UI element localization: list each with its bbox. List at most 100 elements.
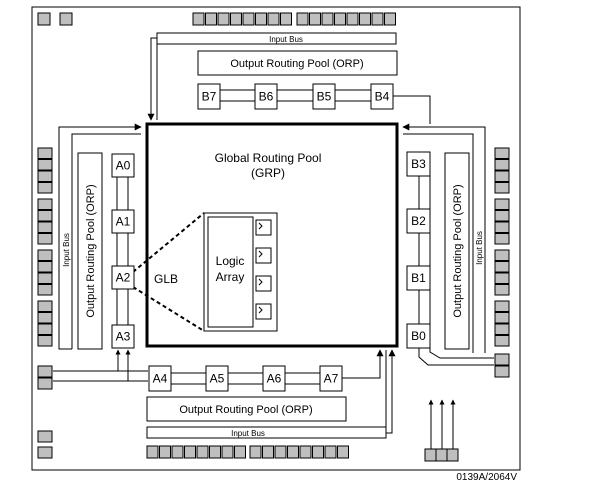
logic-array-box: [207, 216, 254, 328]
grp-label-line1: Global Routing Pool: [215, 151, 322, 165]
glb-b0-box: [406, 323, 431, 349]
macrocell-marks: [258, 222, 263, 314]
io-pad: [37, 272, 53, 284]
b4-to-right-bus: [393, 95, 431, 124]
io-pad: [37, 249, 53, 261]
glb-b4-box: [370, 83, 394, 110]
io-pad: [37, 221, 53, 233]
glb-b4-label: B4: [375, 90, 390, 104]
orp-right: [444, 152, 470, 350]
io-pad: [371, 12, 384, 26]
io-pad: [221, 445, 234, 459]
io-pad: [171, 445, 184, 459]
b0-to-pad-2: [429, 346, 494, 359]
top-bus-band: [211, 89, 385, 102]
glb-b1-label: B1: [411, 271, 426, 285]
io-pad: [37, 12, 51, 26]
glb-a5-box: [205, 365, 229, 392]
glb-a4-box: [148, 365, 172, 392]
input-bus-bottom-label: Input Bus: [231, 429, 265, 438]
a7-to-grp: [342, 349, 384, 379]
input-bus-right: [402, 123, 486, 353]
io-pad: [159, 445, 171, 459]
io-pad: [321, 12, 334, 26]
orp-left: [77, 152, 103, 350]
glb-b7-label: B7: [202, 90, 217, 104]
io-pad: [37, 284, 53, 296]
io-pad: [37, 261, 53, 273]
bottom-bus-band: [169, 372, 323, 385]
chip-outline: [31, 6, 521, 471]
glb-a1-box: [111, 209, 135, 234]
io-pad: [37, 159, 53, 171]
glb-a0-box: [111, 153, 135, 178]
glb-a7-box: [319, 365, 343, 392]
macrocell: [255, 247, 272, 264]
input-bus-left: [58, 123, 142, 350]
glb-b6-box: [254, 83, 278, 110]
glb-b1-box: [406, 265, 431, 291]
io-pad: [324, 445, 337, 459]
io-pad: [274, 445, 287, 459]
io-pad: [446, 448, 459, 462]
io-pad: [494, 261, 510, 273]
io-pad: [494, 210, 510, 222]
io-pad: [262, 445, 274, 459]
io-pad: [37, 323, 53, 335]
io-pad: [184, 445, 196, 459]
macrocell: [255, 275, 272, 292]
b0-to-pad-1: [418, 346, 494, 366]
glb-a3-label: A3: [116, 330, 131, 344]
glb-b5-box: [312, 83, 336, 110]
io-pad: [37, 300, 53, 312]
io-pad: [494, 353, 510, 366]
glb-b3-box: [406, 151, 431, 177]
io-pad: [494, 312, 510, 324]
io-pad: [494, 159, 510, 171]
io-pad: [230, 12, 242, 26]
glb-b2-label: B2: [411, 214, 426, 228]
io-pad: [37, 210, 53, 222]
grp-label-line2: (GRP): [251, 166, 285, 180]
io-pad: [359, 12, 371, 26]
io-pad: [192, 12, 205, 26]
orp-bottom: [146, 396, 347, 422]
zoom-line-top: [132, 212, 205, 273]
glb-b0-label: B0: [411, 329, 426, 343]
io-pad: [494, 272, 510, 284]
io-pad: [234, 445, 246, 459]
io-pad: [267, 12, 280, 26]
io-pad: [37, 430, 53, 443]
orp-left-label: Output Routing Pool (ORP): [85, 184, 97, 317]
glb-label: GLB: [154, 272, 178, 286]
glb-row-top: [211, 89, 385, 102]
figure-id: 0139A/2064V: [456, 472, 517, 483]
io-pad: [37, 170, 53, 182]
io-pad: [249, 445, 262, 459]
input-bus-bottom-arrow: [386, 349, 396, 434]
orp-top: [197, 50, 398, 76]
glb-a5-label: A5: [210, 372, 225, 386]
io-pad: [494, 365, 510, 378]
input-bus-left-label: Input Bus: [62, 233, 71, 267]
orp-right-label: Output Routing Pool (ORP): [452, 184, 464, 317]
input-bus-left-inner: [71, 133, 141, 349]
io-pad: [312, 445, 324, 459]
io-pad: [37, 312, 53, 324]
macrocell: [255, 303, 272, 320]
left-bus-band: [116, 165, 129, 343]
macrocell: [255, 219, 272, 236]
io-pad: [287, 445, 299, 459]
input-bus-bottom: [146, 426, 387, 439]
io-pad: [280, 12, 292, 26]
io-pad: [37, 233, 53, 245]
io-pad: [309, 12, 321, 26]
glb-b5-label: B5: [317, 90, 332, 104]
io-pad: [494, 233, 510, 245]
io-pad: [209, 445, 221, 459]
io-pad: [37, 377, 53, 390]
io-pad: [494, 221, 510, 233]
io-pad: [37, 365, 53, 378]
input-bus-top-label: Input Bus: [269, 35, 303, 44]
io-pad: [384, 12, 396, 26]
